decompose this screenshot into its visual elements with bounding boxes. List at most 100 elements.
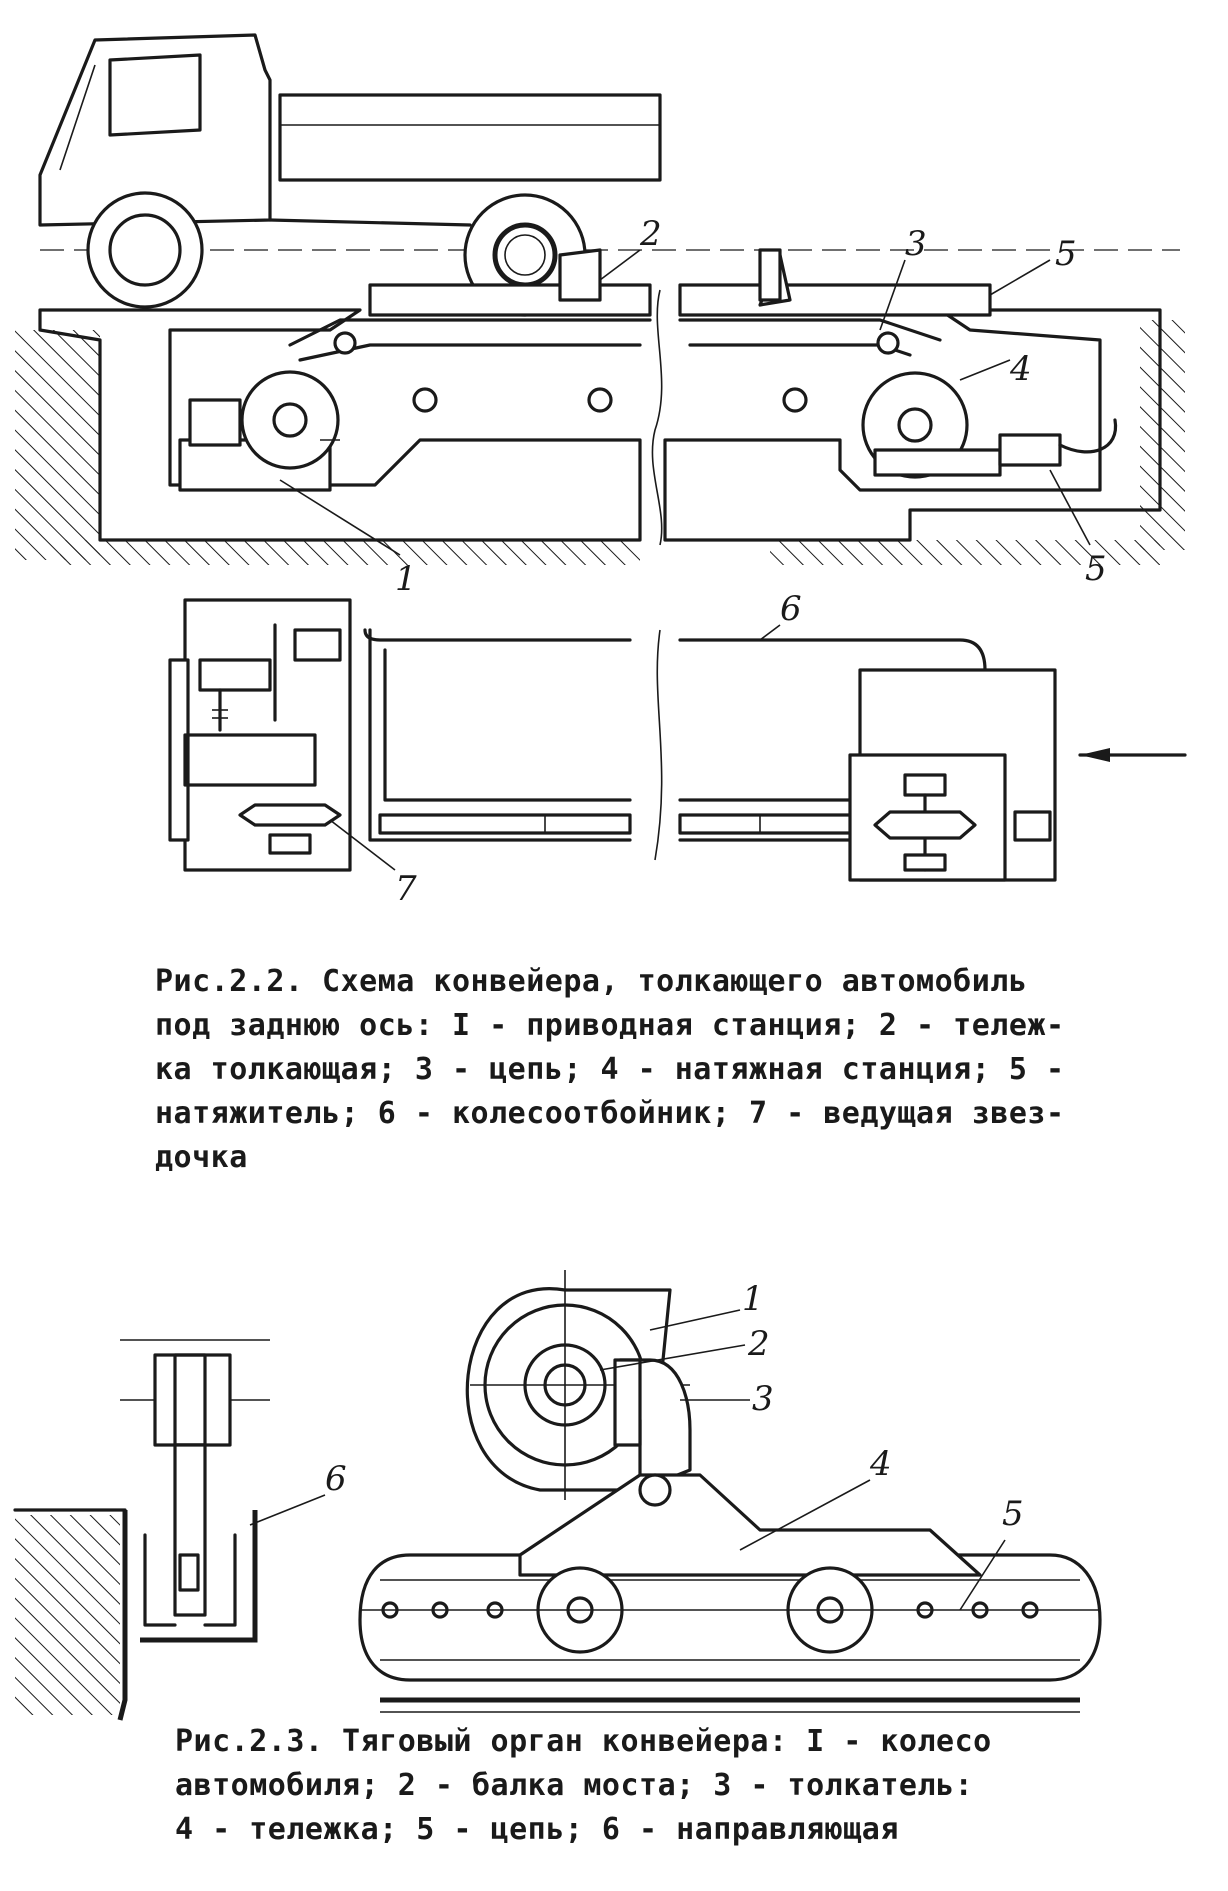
cart-platform-left: [368, 283, 652, 317]
fig22-plan-view: 6 7: [168, 589, 1187, 909]
fig23-traction-member: 1 2 3 4 5: [358, 1270, 1102, 1713]
wheel-guard-left: [363, 628, 632, 642]
caption-line: автомобиля; 2 - балка моста; 3 - толкате…: [175, 1768, 974, 1803]
callout-leader-f23-1: [649, 1309, 741, 1331]
sprocket-plan-left: [238, 803, 342, 827]
callout-5-top: 5: [1055, 234, 1077, 274]
truck-rear-axle: [492, 222, 558, 288]
rail-inner-left: [383, 648, 632, 802]
pusher-right-arm: [758, 248, 782, 302]
callout-leader-6: [759, 624, 781, 641]
arrow-head: [1080, 748, 1110, 762]
axle-hatch: [504, 234, 546, 276]
callout-f23-3: 3: [752, 1379, 774, 1419]
callout-leader-5a: [989, 259, 1051, 296]
tension-part: [903, 773, 947, 797]
wheel-guard-right: [678, 638, 987, 672]
cart-platform-right: [678, 283, 992, 317]
truck-window: [108, 53, 202, 137]
callout-f23-1: 1: [742, 1279, 764, 1319]
tensioner-hook: [1058, 418, 1118, 454]
tension-station-base: [873, 448, 1002, 477]
callout-2: 2: [639, 214, 662, 254]
chain-link-pin: [381, 1601, 399, 1619]
callout-4: 4: [1009, 349, 1032, 389]
callout-f23-6: 6: [325, 1459, 347, 1499]
chain-link-pin: [971, 1601, 989, 1619]
break-line-top: [651, 289, 663, 546]
callout-1: 1: [395, 559, 417, 599]
ground-hatch-bottom-right: [770, 540, 1160, 565]
chain-link-pin: [486, 1601, 504, 1619]
callout-leader-7: [329, 819, 396, 871]
callout-6: 6: [780, 589, 802, 629]
bearing-plan-left: [268, 833, 312, 855]
motor-plan: [198, 658, 272, 692]
chain-link-pin: [431, 1601, 449, 1619]
chain-plan-left: [378, 813, 632, 835]
truck-front-hub: [108, 213, 182, 287]
callout-f23-4: 4: [869, 1444, 892, 1484]
callout-leader-f23-6: [249, 1494, 326, 1526]
callout-f23-5: 5: [1002, 1494, 1024, 1534]
fig22-side-view: 1 2 3 4 5 5: [15, 33, 1185, 599]
figure-2-3-caption: Рис.2.3. Тяговый орган конвейера: I - ко…: [175, 1720, 1075, 1852]
chain-plan-right: [678, 813, 862, 835]
support-roller: [587, 387, 613, 413]
callout-3: 3: [905, 224, 927, 264]
truck-windshield: [59, 64, 96, 171]
truck-front-wheel: [86, 191, 204, 309]
caption-line: ка толкающая; 3 - цепь; 4 - натяжная ста…: [155, 1052, 1065, 1087]
truck-cab: [38, 33, 272, 227]
callout-leader-f23-2: [599, 1344, 746, 1371]
chain-link-pin: [1021, 1601, 1039, 1619]
caption-line: под заднюю ось: I - приводная станция; 2…: [155, 1008, 1065, 1043]
guide-channel: [117, 1510, 258, 1721]
pusher-pin: [178, 1553, 200, 1592]
pit-concrete-right: [663, 308, 1162, 542]
ground-hatch-bottom-left: [60, 540, 640, 565]
bearing-plan-right: [903, 853, 947, 872]
figure-2-2-caption: Рис.2.2. Схема конвейера, толкающего авт…: [155, 960, 1105, 1180]
guide-inner: [143, 1533, 237, 1627]
chain-roller: [876, 331, 900, 355]
housing-flange: [168, 658, 190, 842]
gear-box-plan: [183, 733, 317, 787]
ground-hatch-left: [15, 330, 100, 560]
caption-line: 4 - тележка; 5 - цепь; 6 - направляющая: [175, 1812, 899, 1847]
cart-pivot: [638, 1473, 672, 1507]
pusher-pad: [613, 1358, 642, 1447]
pit-concrete-left: [38, 308, 642, 542]
break-line-plan: [654, 629, 663, 861]
caption-line: Рис.2.3. Тяговый орган конвейера: I - ко…: [175, 1724, 992, 1759]
chain-lower-left: [298, 343, 642, 362]
support-roller: [412, 387, 438, 413]
truck-cargo-bed: [278, 93, 662, 182]
truck-frame: [268, 218, 472, 227]
tensioner-plan: [1013, 810, 1052, 842]
callout-leader-1: [279, 479, 401, 556]
callout-leader-f23-5: [959, 1539, 1006, 1611]
callout-leader-2: [599, 249, 641, 281]
callout-5-bottom: 5: [1085, 549, 1107, 589]
sprocket-plan-right: [873, 810, 977, 840]
tensioner-body: [998, 433, 1062, 467]
pusher-cart: [558, 248, 602, 302]
callout-7: 7: [395, 869, 417, 909]
callout-f23-2: 2: [747, 1324, 770, 1364]
wheel-section: [153, 1353, 232, 1447]
drive-hub: [272, 402, 308, 438]
ground-hatch-right: [1140, 320, 1185, 550]
caption-line: дочка: [155, 1140, 248, 1175]
support-roller: [782, 387, 808, 413]
drive-motor: [188, 398, 242, 447]
floor-hatch: [15, 1515, 120, 1715]
callout-leader-5b: [1049, 469, 1091, 546]
rail-outer-left: [368, 628, 632, 842]
tension-hub: [897, 407, 933, 443]
callout-leader-4: [959, 359, 1011, 381]
chain-upper-right: [678, 318, 942, 342]
caption-line: Рис.2.2. Схема конвейера, толкающего авт…: [155, 964, 1028, 999]
